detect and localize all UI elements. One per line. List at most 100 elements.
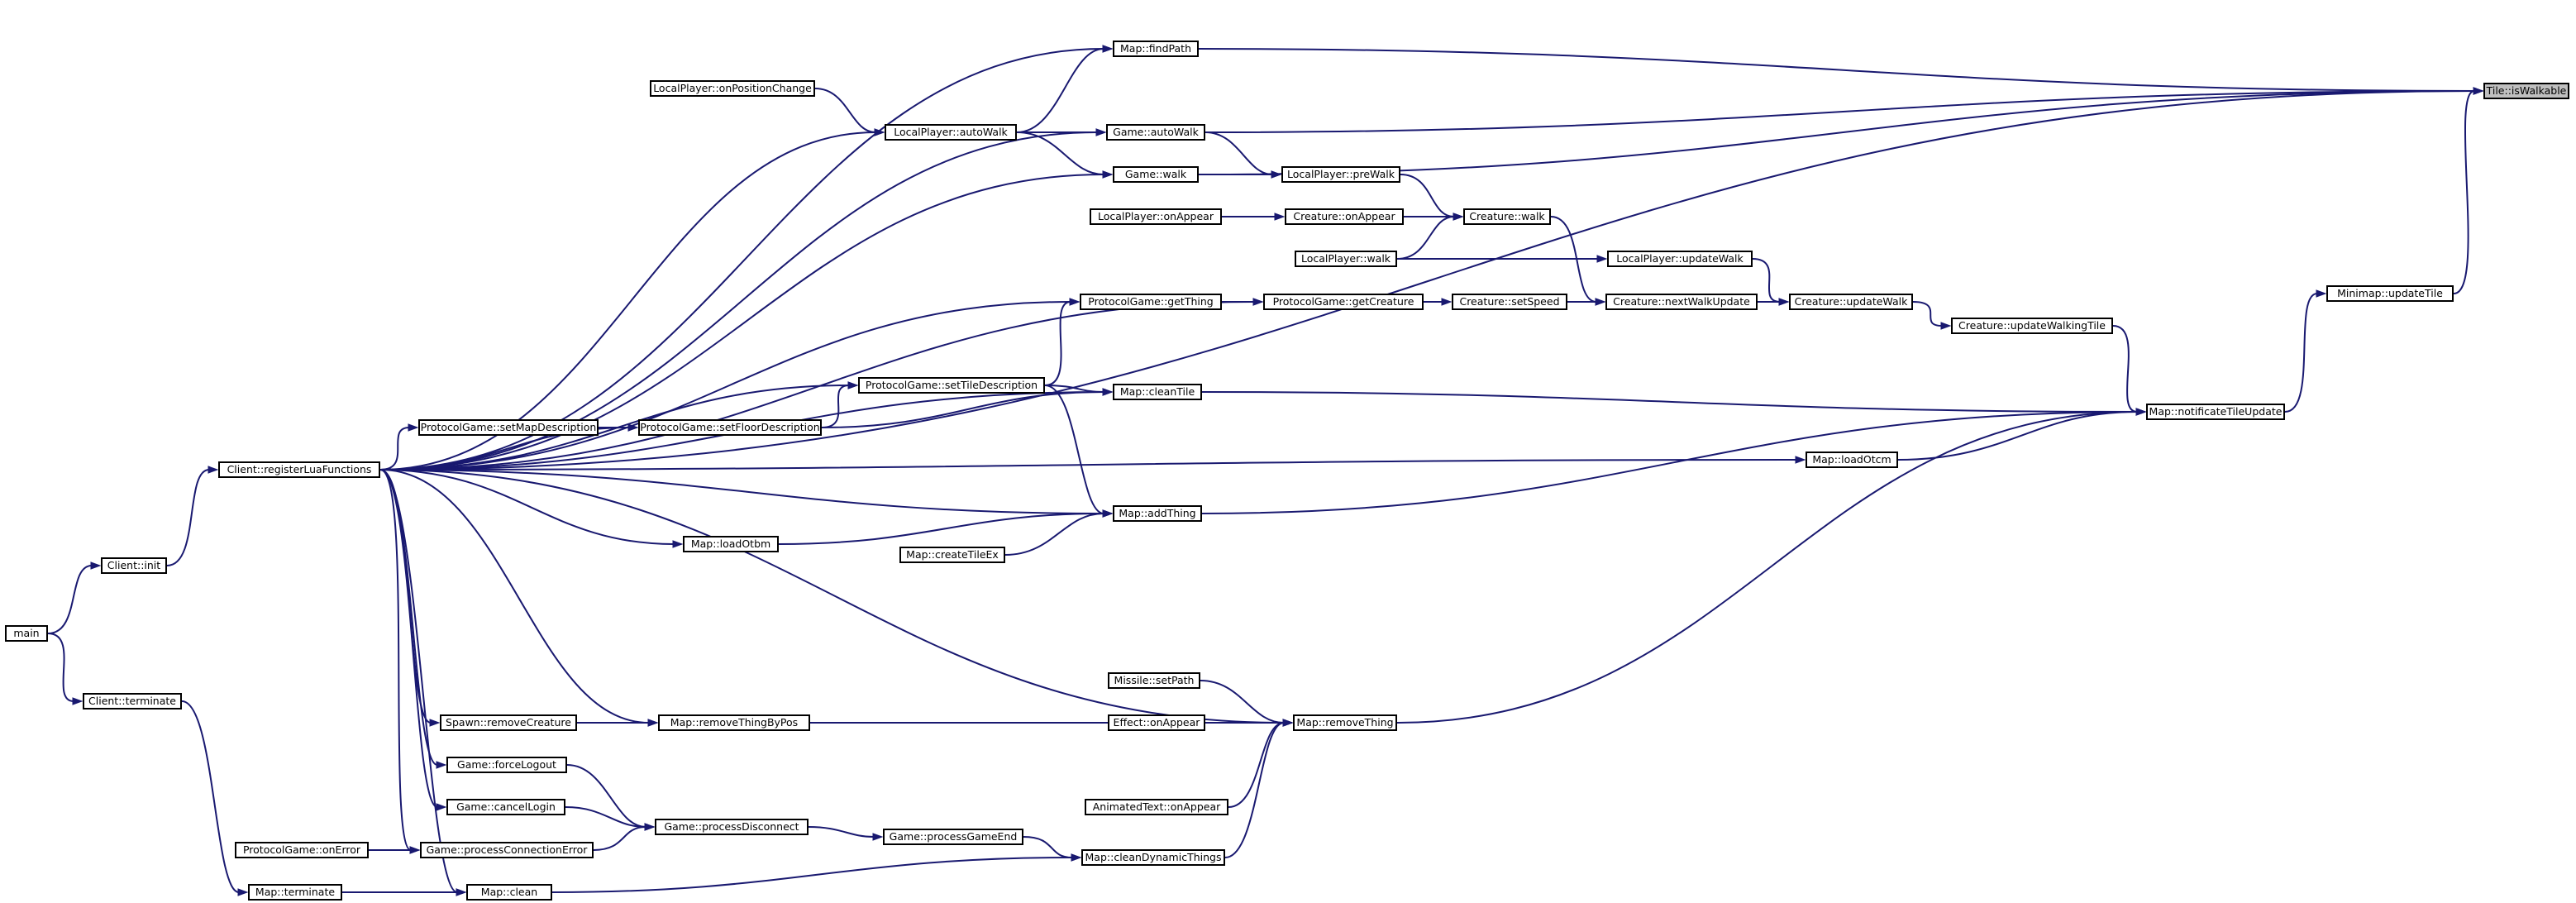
graph-node-localplayer-autowalk[interactable]: LocalPlayer::autoWalk xyxy=(885,124,1017,141)
graph-edge-arrowhead xyxy=(237,888,249,896)
graph-edge-game-cancellogin-to-game-processdisconnect xyxy=(565,806,646,828)
graph-edge-arrowhead xyxy=(2316,289,2327,298)
graph-edge-arrowhead xyxy=(1595,298,1606,306)
graph-node-map-clean[interactable]: Map::clean xyxy=(466,884,552,901)
graph-node-game-forcelogout[interactable]: Game::forceLogout xyxy=(446,757,567,773)
graph-edge-arrowhead xyxy=(1095,128,1107,136)
graph-node-map-cleantile[interactable]: Map::cleanTile xyxy=(1113,384,1202,400)
graph-edge-map-clean-to-map-cleandynamicthings xyxy=(551,857,1073,893)
graph-edge-client-registerluafunctions-to-map-addthing xyxy=(379,469,1104,514)
graph-edge-localplayer-walk-to-creature-walk xyxy=(1396,216,1455,260)
graph-edge-arrowhead xyxy=(2135,408,2147,416)
graph-edge-main-to-client-terminate xyxy=(47,633,74,702)
graph-edge-client-registerluafunctions-to-map-removething xyxy=(379,469,1285,724)
graph-edge-game-processdisconnect-to-game-processgameend xyxy=(808,826,875,838)
graph-node-localplayer-walk[interactable]: LocalPlayer::walk xyxy=(1295,251,1397,267)
graph-edge-arrowhead xyxy=(436,803,447,811)
graph-node-creature-nextwalkupdate[interactable]: Creature::nextWalkUpdate xyxy=(1605,294,1758,310)
graph-edge-localplayer-prewalk-to-creature-walk xyxy=(1400,174,1455,217)
graph-edge-creature-updatewalkingtile-to-map-notificatetileupdate xyxy=(2112,325,2138,413)
graph-node-game-processgameend[interactable]: Game::processGameEnd xyxy=(883,829,1023,845)
graph-node-map-findpath[interactable]: Map::findPath xyxy=(1113,41,1199,57)
graph-edge-arrowhead xyxy=(409,846,421,854)
graph-node-missile-setpath[interactable]: Missile::setPath xyxy=(1108,672,1200,689)
graph-edge-arrowhead xyxy=(1453,213,1464,221)
graph-node-game-autowalk[interactable]: Game::autoWalk xyxy=(1106,124,1205,141)
graph-node-localplayer-onappear[interactable]: LocalPlayer::onAppear xyxy=(1090,208,1222,225)
graph-edge-arrowhead xyxy=(1102,509,1114,518)
graph-node-animatedtext-onappear[interactable]: AnimatedText::onAppear xyxy=(1085,799,1228,815)
graph-edge-arrowhead xyxy=(1102,45,1114,53)
graph-node-protocolgame-setmapdescription[interactable]: ProtocolGame::setMapDescription xyxy=(418,419,599,436)
graph-node-client-registerluafunctions[interactable]: Client::registerLuaFunctions xyxy=(218,461,380,478)
graph-edge-arrowhead xyxy=(644,823,656,831)
graph-edge-client-registerluafunctions-to-map-findpath xyxy=(379,48,1104,471)
graph-node-protocolgame-onerror[interactable]: ProtocolGame::onError xyxy=(235,842,369,858)
graph-edge-client-registerluafunctions-to-game-forcelogout xyxy=(379,469,438,766)
graph-edge-client-registerluafunctions-to-map-removethingbypos xyxy=(379,469,650,724)
graph-node-creature-updatewalk[interactable]: Creature::updateWalk xyxy=(1789,294,1913,310)
graph-edge-localplayer-autowalk-to-map-findpath xyxy=(1016,48,1104,133)
graph-edge-arrowhead xyxy=(1271,170,1282,179)
graph-edge-client-registerluafunctions-to-tile-iswalkable xyxy=(379,90,2475,471)
graph-node-localplayer-prewalk[interactable]: LocalPlayer::preWalk xyxy=(1281,166,1400,183)
graph-node-map-loadotcm[interactable]: Map::loadOtcm xyxy=(1806,452,1898,468)
graph-node-creature-setspeed[interactable]: Creature::setSpeed xyxy=(1452,294,1567,310)
graph-node-tile-iswalkable[interactable]: Tile::isWalkable xyxy=(2483,83,2569,99)
graph-node-protocolgame-getcreature[interactable]: ProtocolGame::getCreature xyxy=(1263,294,1424,310)
graph-node-main[interactable]: main xyxy=(5,625,48,642)
graph-edge-arrowhead xyxy=(1795,456,1806,464)
graph-edge-client-registerluafunctions-to-map-loadotbm xyxy=(379,469,675,545)
graph-edge-arrowhead xyxy=(429,719,441,727)
graph-edge-arrowhead xyxy=(1940,322,1952,330)
graph-node-creature-updatewalkingtile[interactable]: Creature::updateWalkingTile xyxy=(1951,318,2113,334)
graph-edge-map-findpath-to-tile-iswalkable xyxy=(1198,48,2475,92)
graph-node-map-cleandynamicthings[interactable]: Map::cleanDynamicThings xyxy=(1081,849,1225,866)
graph-node-client-init[interactable]: Client::init xyxy=(101,557,167,574)
graph-edge-arrowhead xyxy=(1102,170,1114,179)
graph-edge-arrowhead xyxy=(1274,213,1286,221)
graph-node-map-createtileex[interactable]: Map::createTileEx xyxy=(899,547,1005,563)
graph-edge-client-registerluafunctions-to-spawn-removecreature xyxy=(379,469,432,724)
graph-node-localplayer-updatewalk[interactable]: LocalPlayer::updateWalk xyxy=(1607,251,1753,267)
graph-node-protocolgame-getthing[interactable]: ProtocolGame::getThing xyxy=(1080,294,1222,310)
graph-node-map-terminate[interactable]: Map::terminate xyxy=(248,884,342,901)
graph-node-client-terminate[interactable]: Client::terminate xyxy=(83,693,182,710)
graph-edge-minimap-updatetile-to-tile-iswalkable xyxy=(2453,90,2475,294)
graph-node-map-removething[interactable]: Map::removeThing xyxy=(1293,714,1397,731)
graph-node-game-cancellogin[interactable]: Game::cancelLogin xyxy=(446,799,565,815)
graph-edge-arrowhead xyxy=(1778,298,1790,306)
graph-node-creature-walk[interactable]: Creature::walk xyxy=(1463,208,1551,225)
graph-edge-arrowhead xyxy=(1596,255,1608,263)
graph-edge-map-notificatetileupdate-to-minimap-updatetile xyxy=(2284,293,2318,413)
graph-edge-arrowhead xyxy=(1252,298,1264,306)
graph-edge-arrowhead xyxy=(208,466,219,474)
graph-node-game-processconnectionerror[interactable]: Game::processConnectionError xyxy=(420,842,594,858)
graph-edge-client-registerluafunctions-to-map-loadotcm xyxy=(379,459,1797,471)
graph-edge-map-loadotcm-to-map-notificatetileupdate xyxy=(1897,411,2138,461)
graph-edge-protocolgame-settiledescription-to-protocolgame-getthing xyxy=(1044,301,1071,386)
graph-node-game-processdisconnect[interactable]: Game::processDisconnect xyxy=(655,819,809,835)
graph-node-effect-onappear[interactable]: Effect::onAppear xyxy=(1108,714,1205,731)
graph-node-minimap-updatetile[interactable]: Minimap::updateTile xyxy=(2326,285,2454,302)
graph-node-creature-onappear[interactable]: Creature::onAppear xyxy=(1285,208,1404,225)
graph-edge-localplayer-updatewalk-to-creature-updatewalk xyxy=(1752,258,1781,303)
graph-node-protocolgame-settiledescription[interactable]: ProtocolGame::setTileDescription xyxy=(858,377,1045,394)
graph-node-map-addthing[interactable]: Map::addThing xyxy=(1113,505,1202,522)
graph-node-map-removethingbypos[interactable]: Map::removeThingByPos xyxy=(658,714,810,731)
graph-node-map-loadotbm[interactable]: Map::loadOtbm xyxy=(683,536,779,552)
graph-node-protocolgame-setfloordescription[interactable]: ProtocolGame::setFloorDescription xyxy=(638,419,822,436)
graph-edge-client-registerluafunctions-to-game-processconnectionerror xyxy=(379,469,412,851)
graph-node-localplayer-onpositionchange[interactable]: LocalPlayer::onPositionChange xyxy=(650,80,815,97)
graph-edge-arrowhead xyxy=(874,128,885,136)
graph-edge-map-cleantile-to-map-notificatetileupdate xyxy=(1201,391,2138,413)
graph-node-game-walk[interactable]: Game::walk xyxy=(1113,166,1199,183)
graph-node-spawn-removecreature[interactable]: Spawn::removeCreature xyxy=(440,714,577,731)
graph-edge-arrowhead xyxy=(456,888,467,896)
graph-edge-arrowhead xyxy=(90,561,102,570)
graph-edge-arrowhead xyxy=(847,381,859,389)
graph-edge-localplayer-onpositionchange-to-localplayer-autowalk xyxy=(814,88,876,133)
graph-node-map-notificatetileupdate[interactable]: Map::notificateTileUpdate xyxy=(2146,404,2285,420)
graph-edge-creature-walk-to-creature-nextwalkupdate xyxy=(1550,216,1597,303)
